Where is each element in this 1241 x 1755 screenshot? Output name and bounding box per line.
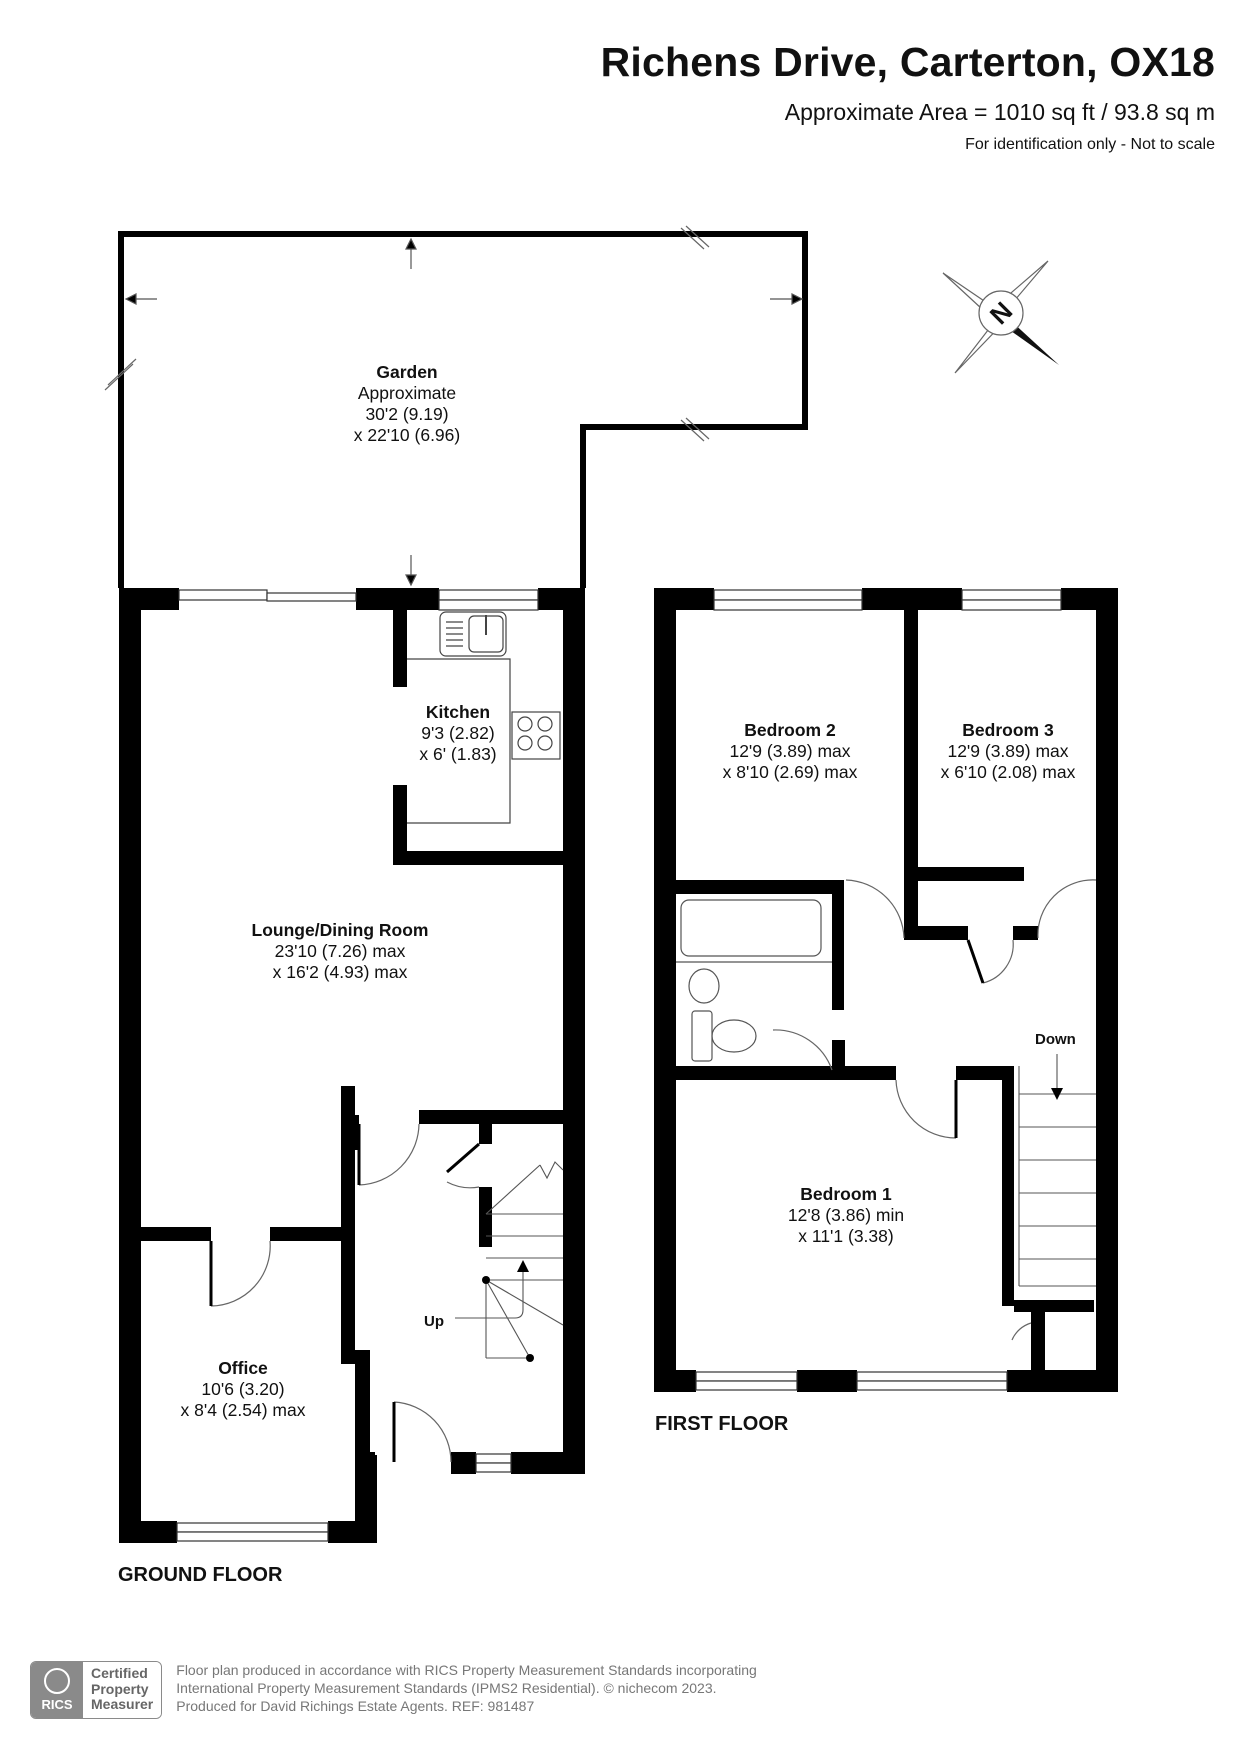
room-label-bedroom-1: Bedroom 1 12'8 (3.86) min x 11'1 (3.38) (787, 1184, 905, 1246)
compass-north-icon: N (942, 260, 1059, 374)
room-label-bedroom-2: Bedroom 2 12'9 (3.89) max x 8'10 (2.69) … (722, 720, 858, 782)
room-label-bedroom-3: Bedroom 3 12'9 (3.89) max x 6'10 (2.08) … (940, 720, 1076, 782)
room-label-kitchen: Kitchen 9'3 (2.82) x 6' (1.83) (419, 702, 497, 764)
toilet-icon (691, 1010, 757, 1062)
footer: RICS Certified Property Measurer Floor p… (30, 1661, 757, 1719)
first-floor-doors (772, 879, 1097, 1341)
property-title: Richens Drive, Carterton, OX18 (600, 39, 1215, 85)
room-label-lounge-dining: Lounge/Dining Room 23'10 (7.26) max x 16… (251, 920, 429, 982)
ground-floor-walls (119, 588, 585, 1543)
room-label-garden: Garden Approximate 30'2 (9.19) x 22'10 (… (353, 362, 461, 445)
footer-disclaimer: Floor plan produced in accordance with R… (176, 1662, 757, 1714)
garden-dimension-arrows (124, 237, 804, 587)
room-label-office: Office 10'6 (3.20) x 8'4 (2.54) max (180, 1358, 306, 1420)
rics-certified-badge: RICS Certified Property Measurer (30, 1661, 163, 1719)
sink-icon (439, 611, 507, 657)
hob-icon (511, 711, 561, 760)
header: Richens Drive, Carterton, OX18 Approxima… (600, 39, 1215, 154)
stairs-down-arrow-icon (1051, 1088, 1063, 1100)
first-floor-windows (695, 589, 1062, 1391)
stairs-up (455, 1161, 564, 1359)
first-floor-label: FIRST FLOOR (655, 1413, 789, 1435)
ground-floor-windows (176, 589, 539, 1542)
stairs-up-label: Up (424, 1313, 444, 1330)
stairs-up-arrow-icon (482, 1260, 534, 1362)
first-floor-walls (654, 588, 1118, 1392)
stairs-down-label: Down (1035, 1031, 1076, 1048)
approximate-area: Approximate Area = 1010 sq ft / 93.8 sq … (784, 99, 1215, 126)
basin-icon (688, 968, 720, 1004)
stairs-down (1018, 1054, 1096, 1287)
kitchen-worktop (407, 658, 511, 824)
boundary-break-marks (104, 225, 710, 442)
rics-logo-icon: RICS (31, 1662, 83, 1718)
bathtub-icon (676, 899, 832, 963)
disclaimer: For identification only - Not to scale (965, 136, 1215, 154)
garden-outline (118, 231, 808, 588)
ground-floor-doors (209, 1123, 480, 1463)
ground-floor-label: GROUND FLOOR (118, 1564, 283, 1586)
